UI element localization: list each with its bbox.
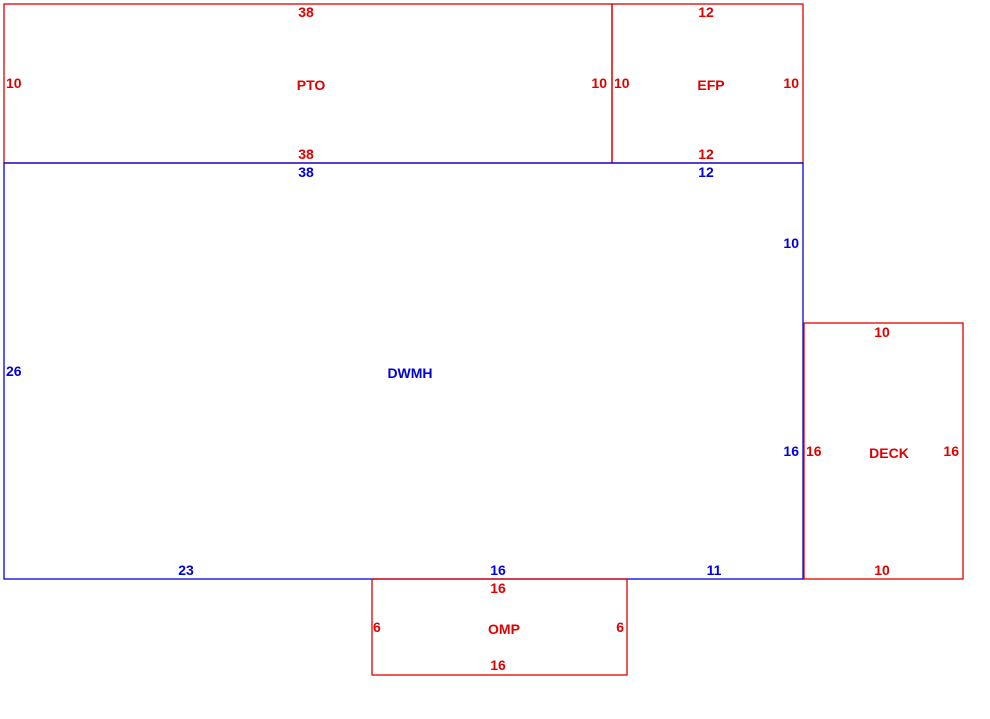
pto-right-dimension: 10 — [591, 75, 607, 91]
area-deck: DECK 10 10 16 16 — [803, 322, 964, 580]
dwmh-bottom-left-dimension: 23 — [178, 562, 194, 578]
dwmh-right-upper-dimension: 10 — [783, 235, 799, 251]
dwmh-right-lower-dimension: 16 — [783, 443, 799, 459]
dwmh-bottom-right-dimension: 11 — [707, 562, 722, 578]
pto-top-dimension: 38 — [298, 4, 314, 20]
efp-left-dimension: 10 — [614, 75, 630, 91]
dwmh-top-right-dimension: 12 — [698, 164, 714, 180]
deck-outline — [803, 322, 964, 580]
omp-right-dimension: 6 — [616, 619, 624, 635]
efp-right-dimension: 10 — [783, 75, 799, 91]
pto-name-label: PTO — [297, 77, 326, 93]
dwmh-name-label: DWMH — [387, 365, 432, 381]
efp-top-dimension: 12 — [698, 4, 714, 20]
pto-left-dimension: 10 — [6, 75, 22, 91]
pto-bottom-dimension: 38 — [298, 146, 314, 162]
omp-bottom-dimension: 16 — [490, 657, 506, 673]
area-dwmh: DWMH 38 12 26 10 16 23 16 11 — [3, 162, 804, 580]
deck-name-label: DECK — [869, 445, 909, 461]
efp-bottom-dimension: 12 — [698, 146, 714, 162]
area-efp: EFP 12 12 10 10 — [611, 3, 804, 164]
deck-left-dimension: 16 — [806, 443, 822, 459]
dwmh-top-dimension: 38 — [298, 164, 314, 180]
area-omp: OMP 16 16 6 6 — [371, 578, 628, 676]
dwmh-bottom-mid-dimension: 16 — [490, 562, 506, 578]
deck-bottom-dimension: 10 — [874, 562, 890, 578]
omp-top-dimension: 16 — [490, 580, 506, 596]
dwmh-left-dimension: 26 — [6, 363, 22, 379]
omp-left-dimension: 6 — [373, 619, 381, 635]
area-pto: PTO 38 38 10 10 — [3, 3, 613, 164]
deck-right-dimension: 16 — [943, 443, 959, 459]
efp-name-label: EFP — [697, 77, 724, 93]
omp-outline — [371, 578, 628, 676]
deck-top-dimension: 10 — [874, 324, 890, 340]
omp-name-label: OMP — [488, 621, 520, 637]
